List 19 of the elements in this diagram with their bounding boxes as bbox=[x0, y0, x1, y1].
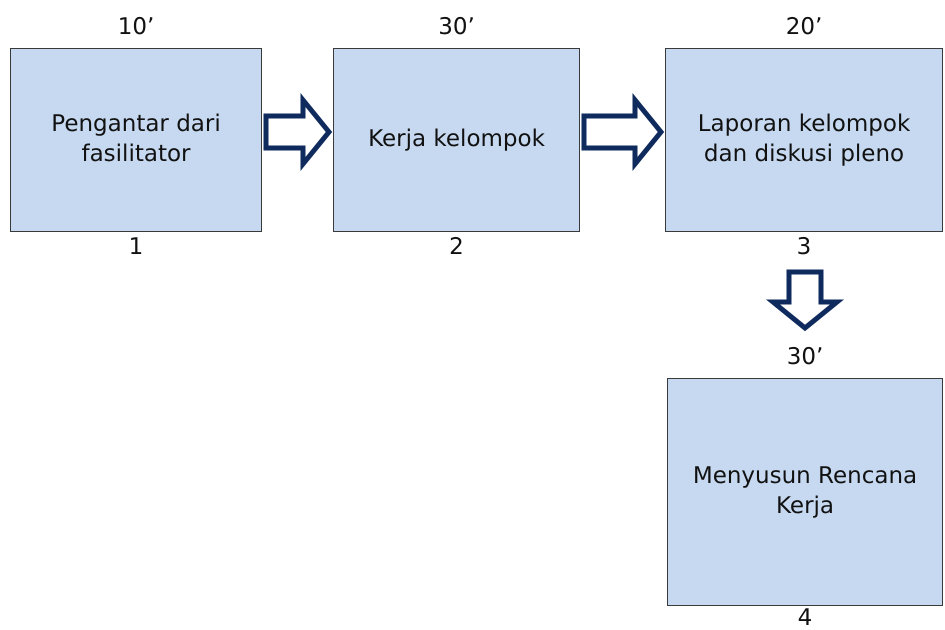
step-label: Menyusun Rencana Kerja bbox=[692, 462, 918, 521]
process-box bbox=[665, 48, 943, 232]
duration-label: 30’ bbox=[786, 344, 824, 370]
block-arrow bbox=[264, 92, 332, 172]
step-label: Kerja kelompok bbox=[368, 125, 545, 154]
block-arrow bbox=[766, 270, 844, 332]
duration-label: 20’ bbox=[786, 14, 822, 40]
process-box bbox=[667, 378, 943, 606]
process-box bbox=[333, 48, 580, 232]
step-number: 1 bbox=[128, 234, 144, 260]
duration-label: 30’ bbox=[438, 14, 475, 40]
duration-label: 10’ bbox=[118, 14, 154, 40]
step-label: Pengantar dari fasilitator bbox=[50, 110, 222, 169]
block-arrow bbox=[582, 92, 664, 172]
step-number: 2 bbox=[449, 234, 464, 260]
step-label: Laporan kelompok dan diskusi pleno bbox=[696, 110, 912, 169]
step-number: 4 bbox=[798, 605, 812, 630]
step-number: 3 bbox=[796, 234, 812, 260]
process-box bbox=[10, 48, 262, 232]
